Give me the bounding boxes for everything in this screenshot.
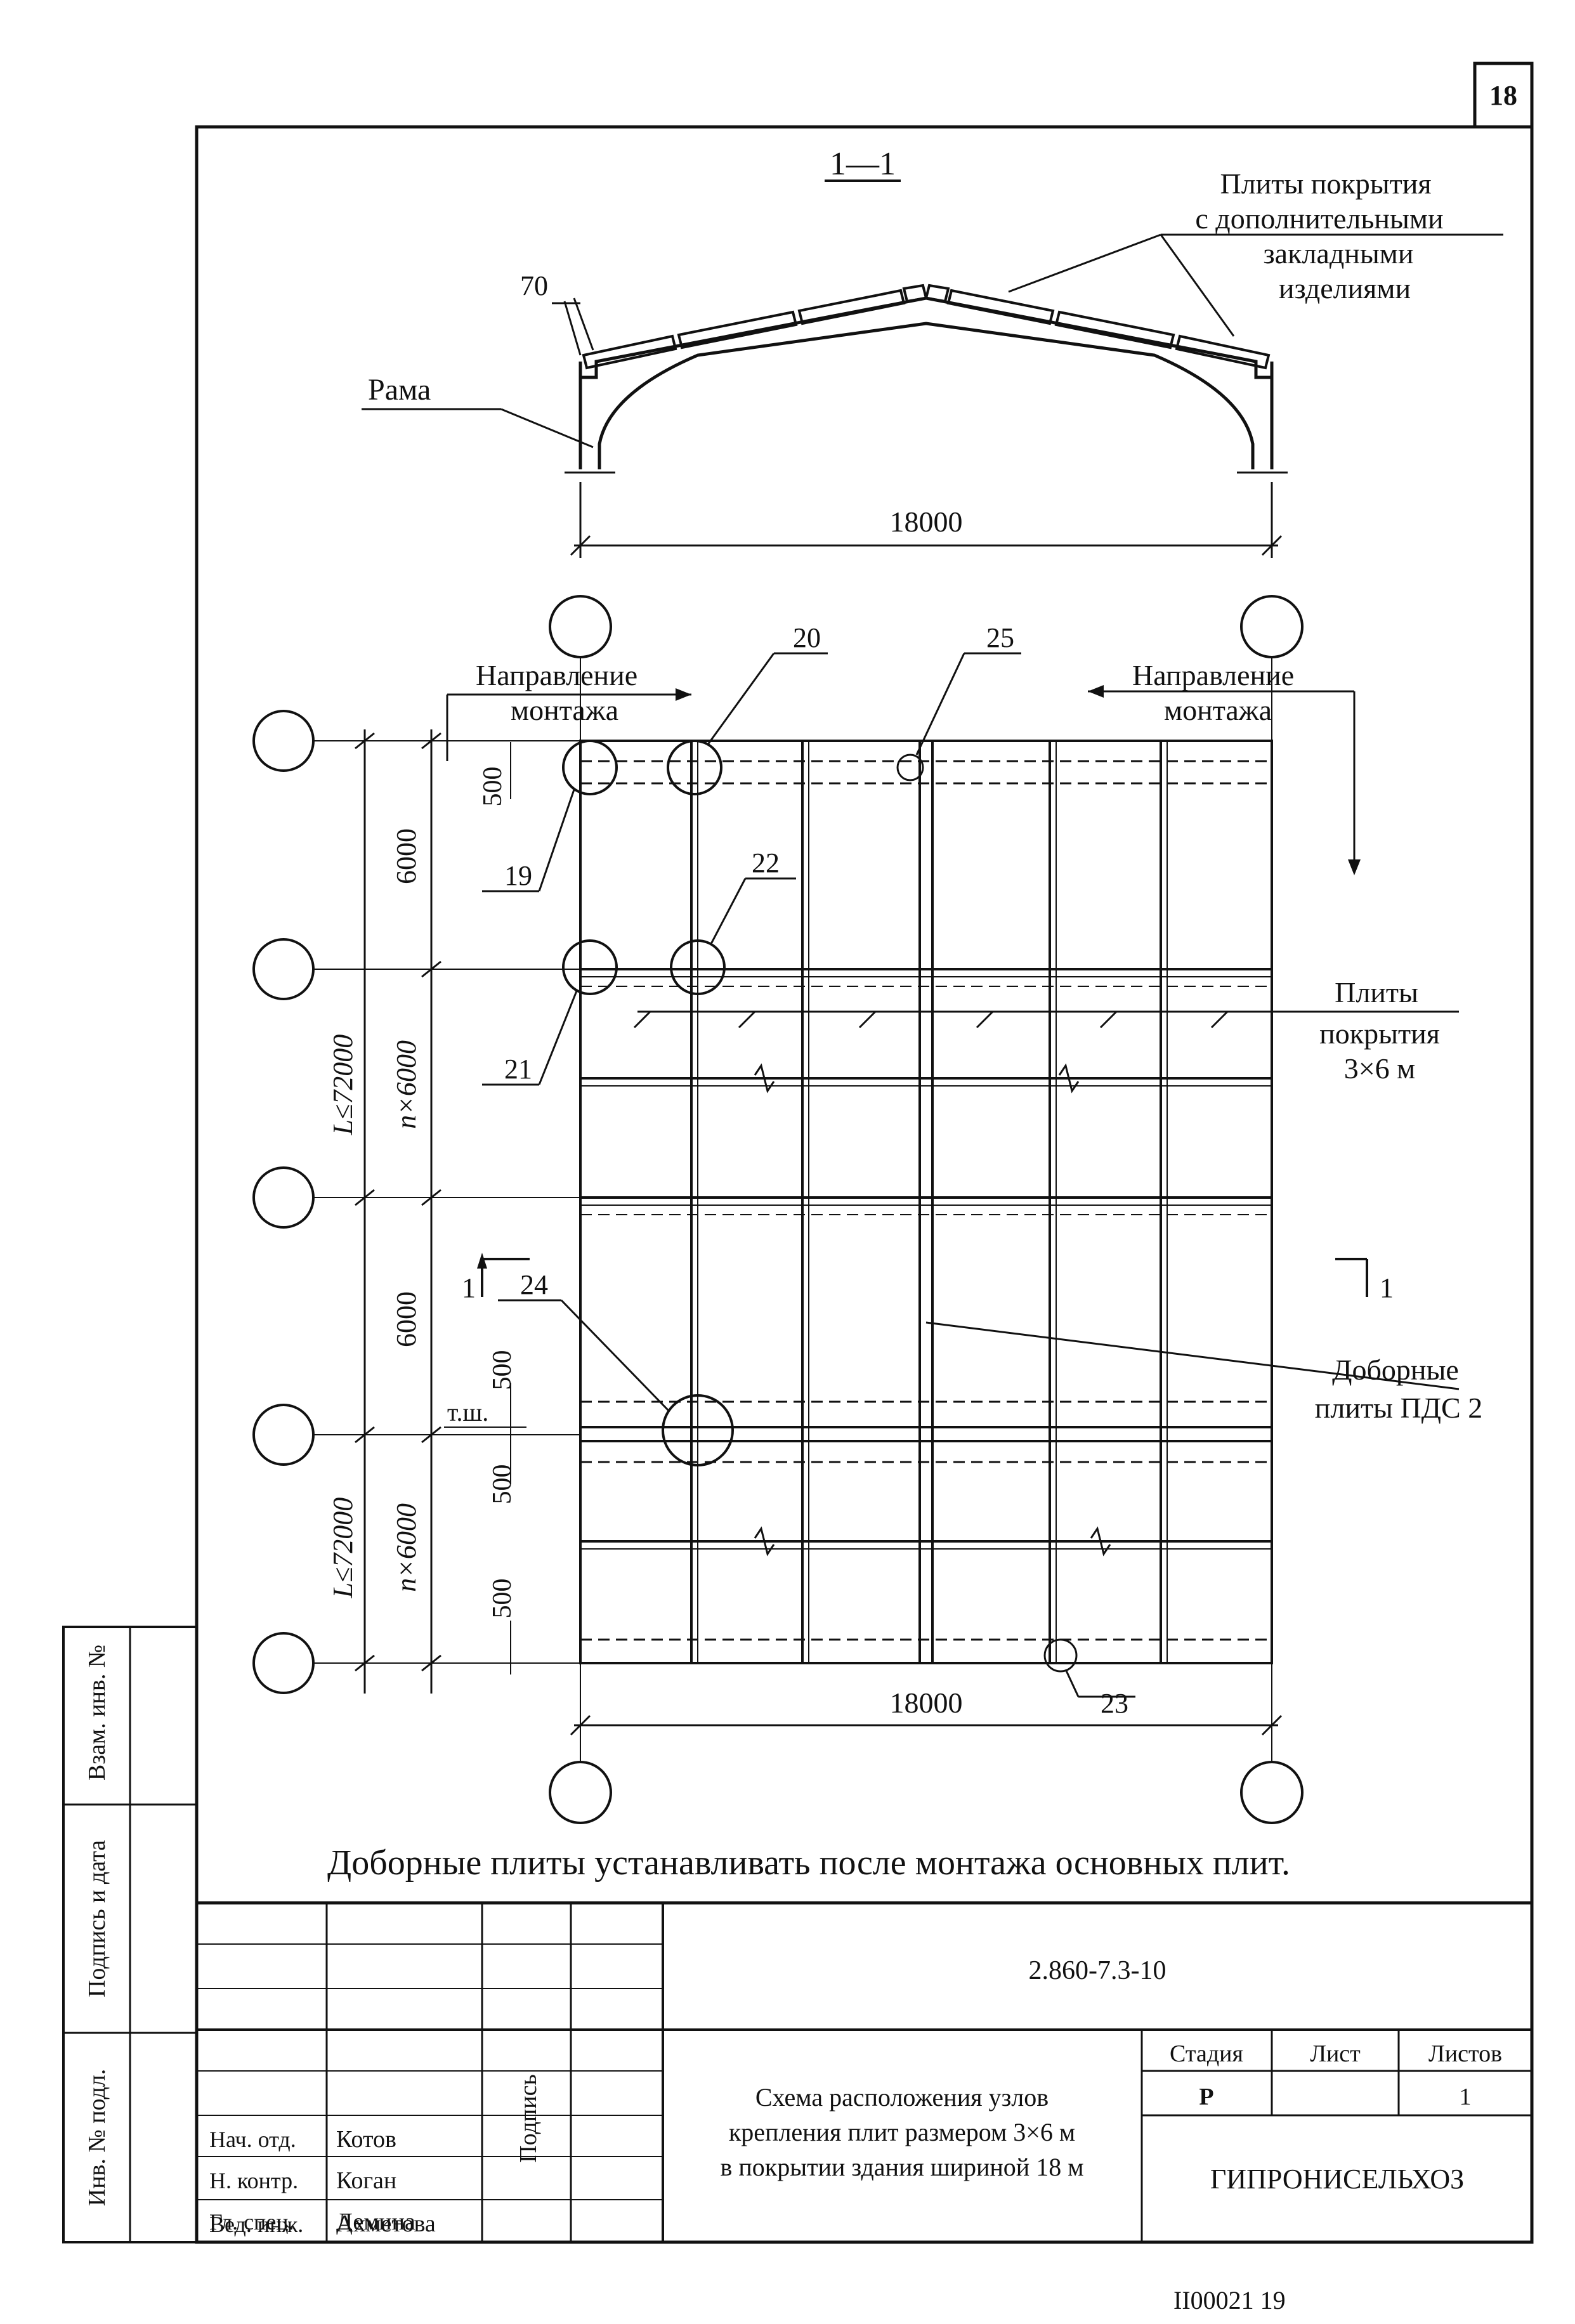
plates-label-3: 3×6 м xyxy=(1344,1052,1416,1085)
dim-tsh: т.ш. xyxy=(447,1398,488,1426)
name-4: Ахметова xyxy=(336,2210,436,2237)
section-view: 1—1 70 Плиты покрытия с дополнительным xyxy=(362,146,1503,658)
node-20-circle xyxy=(667,740,722,795)
plan-right-labels: Плиты покрытия 3×6 м Доборные плиты ПДС … xyxy=(637,976,1482,1424)
frame-outline xyxy=(578,296,1274,379)
plates-label-2: покрытия xyxy=(1319,1017,1440,1050)
node-label-23: 23 xyxy=(1101,1688,1128,1719)
dim-500-mid-2: 500 xyxy=(488,1465,517,1505)
direction-right-1: Направление xyxy=(1132,659,1294,691)
roof-panels-left xyxy=(582,284,928,370)
title-line-2: крепления плит размером 3×6 м xyxy=(729,2118,1075,2146)
roof-panels-label-3: закладными xyxy=(1264,237,1414,270)
section-title: 1—1 xyxy=(830,146,896,182)
name-3: Демина xyxy=(336,2209,415,2235)
dim-6000-top: 6000 xyxy=(391,828,422,884)
frame-label: Рама xyxy=(368,373,431,407)
roof-panels-label-4: изделиями xyxy=(1279,272,1411,304)
axis-bubble-section-right xyxy=(1240,595,1304,658)
name-1: Котов xyxy=(336,2126,396,2153)
dimension-chains-left: 6000 n×6000 L≤72000 6000 n×6000 L≤72000 … xyxy=(327,729,526,1694)
side-field-sign-date: Подпись и дата xyxy=(84,1840,110,1997)
node-24-circle xyxy=(662,1394,734,1466)
plan-span-dim: 18000 xyxy=(570,1687,1283,1736)
dim-n6000-top: n×6000 xyxy=(391,1040,422,1129)
side-stamp: Взам. инв. № Подпись и дата Инв. № подл. xyxy=(62,1626,198,2243)
org-name: ГИПРОНИСЕЛЬХОЗ xyxy=(1210,2164,1464,2195)
side-field-replace: Взам. инв. № xyxy=(84,1645,110,1780)
node-25-circle xyxy=(896,754,924,781)
node-label-21: 21 xyxy=(504,1054,532,1085)
section-span-dim: 18000 xyxy=(890,506,963,538)
dim-500-top: 500 xyxy=(478,767,507,807)
direction-left-2: монтажа xyxy=(511,694,618,726)
node-label-19: 19 xyxy=(504,860,532,891)
title-line-3: в покрытии здания шириной 18 м xyxy=(720,2153,1083,2181)
role-4: Вед. инж. xyxy=(209,2212,304,2237)
panel-grid xyxy=(579,740,1273,1664)
node-22-circle xyxy=(670,939,726,995)
dim-L72000-top: L≤72000 xyxy=(327,1035,358,1136)
plan-view: 19 20 21 22 23 24 25 Направление xyxy=(252,622,1482,1883)
axis-bubble-section-left xyxy=(549,595,612,658)
role-4-row: Вед. инж. Ахметова xyxy=(203,2206,660,2239)
node-19-circle xyxy=(562,740,618,795)
mounting-directions: Направление монтажа Направление монтажа xyxy=(446,659,1361,875)
stage-value: Р xyxy=(1199,2084,1213,2110)
dim-70: 70 xyxy=(520,270,548,301)
dim-L72000-bottom: L≤72000 xyxy=(327,1498,358,1599)
node-label-24: 24 xyxy=(520,1269,548,1300)
signature-header: Подпись xyxy=(515,2074,542,2163)
section-marks: 1 1 xyxy=(462,1253,1394,1303)
title-block: 2.860-7.3-10 Схема расположения узлов кр… xyxy=(195,1901,1534,2244)
node-label-25: 25 xyxy=(986,622,1014,653)
side-field-inv: Инв. № подл. xyxy=(84,2069,110,2207)
section-mark-right: 1 xyxy=(1380,1272,1394,1303)
node-labels: 19 20 21 22 23 24 25 xyxy=(482,622,1135,1719)
page-number-box xyxy=(1473,62,1534,129)
page-number: 18 xyxy=(1489,80,1517,111)
node-23-circle xyxy=(1043,1638,1078,1673)
node-label-20: 20 xyxy=(793,622,821,653)
title-line-1: Схема расположения узлов xyxy=(755,2083,1049,2112)
footer-code: II00021 19 xyxy=(1173,2286,1286,2314)
role-2: Н. контр. xyxy=(209,2168,298,2193)
role-1: Нач. отд. xyxy=(209,2127,296,2152)
additional-label-2: плиты ПДС 2 xyxy=(1315,1392,1482,1424)
doc-code: 2.860-7.3-10 xyxy=(1029,1956,1167,1985)
node-21-circle xyxy=(562,939,618,995)
plan-span-value: 18000 xyxy=(890,1687,963,1719)
stage-header: Стадия xyxy=(1170,2040,1243,2067)
section-mark-left: 1 xyxy=(462,1272,476,1303)
roof-panels-label-2: с дополнительными xyxy=(1195,202,1443,235)
node-circles xyxy=(562,740,1078,1673)
role-3: Гл. спец. xyxy=(209,2209,294,2235)
plates-label-1: Плиты xyxy=(1335,976,1418,1009)
installation-note: Доборные плиты устанавливать после монта… xyxy=(327,1843,1290,1883)
dim-500-bottom: 500 xyxy=(488,1579,517,1619)
frame-inner xyxy=(598,322,1255,469)
dim-n6000-bottom: n×6000 xyxy=(391,1503,422,1592)
dim-500-mid-1: 500 xyxy=(488,1350,517,1390)
sheets-header: Листов xyxy=(1428,2040,1502,2067)
direction-right-2: монтажа xyxy=(1164,694,1272,726)
dim-6000-mid: 6000 xyxy=(391,1291,422,1347)
roof-panels-right xyxy=(924,284,1271,370)
roof-panels-label-1: Плиты покрытия xyxy=(1220,167,1431,200)
sheets-value: 1 xyxy=(1460,2084,1472,2110)
name-2: Коган xyxy=(336,2167,396,2194)
direction-left-1: Направление xyxy=(476,659,637,691)
node-label-22: 22 xyxy=(752,847,780,878)
sheet-header: Лист xyxy=(1310,2040,1361,2067)
